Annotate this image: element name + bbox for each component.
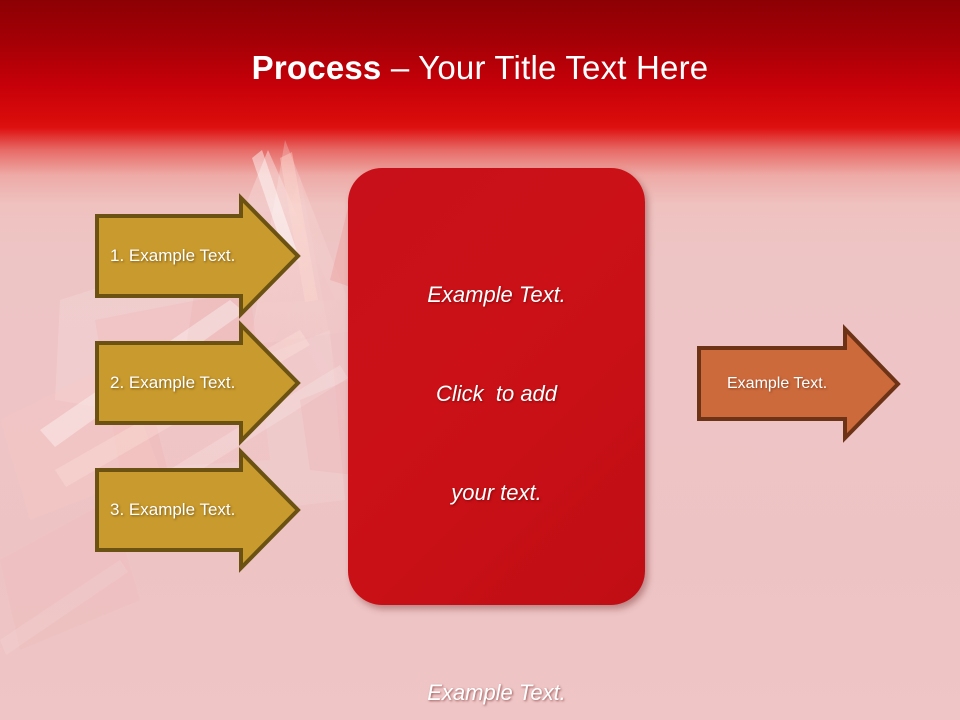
panel-text-block-1: Example Text. Click to add your text. [348, 212, 645, 575]
step-arrow-1-label: 1. Example Text. [110, 246, 236, 265]
panel-text-block-1-line-1: Example Text. [427, 282, 566, 307]
arrow-right-icon [95, 320, 301, 446]
panel-text-block-1-line-2: Click to add [435, 381, 558, 406]
center-content-panel[interactable]: Example Text. Click to add your text. Ex… [348, 168, 645, 705]
arrow-right-icon [95, 193, 301, 319]
panel-text-block-2: Example Text. Click to add your text. [348, 610, 645, 720]
page-title: Process – Your Title Text Here [0, 48, 960, 88]
panel-text-block-1-line-3: your text. [451, 480, 542, 505]
panel-text-block-2-line-1: Example Text. [427, 680, 566, 705]
page-title-rest: – Your Title Text Here [381, 49, 709, 86]
page-title-bold: Process [251, 49, 382, 86]
step-arrow-2-label: 2. Example Text. [110, 373, 236, 392]
step-arrow-3-label: 3. Example Text. [110, 500, 236, 519]
result-arrow-label: Example Text. [727, 374, 828, 392]
step-arrow-2[interactable]: 2. Example Text. [95, 320, 301, 446]
step-arrow-1[interactable]: 1. Example Text. [95, 193, 301, 319]
arrow-right-icon [697, 324, 901, 443]
result-arrow[interactable]: Example Text. [697, 324, 901, 443]
arrow-right-icon [95, 447, 301, 573]
step-arrow-3[interactable]: 3. Example Text. [95, 447, 301, 573]
